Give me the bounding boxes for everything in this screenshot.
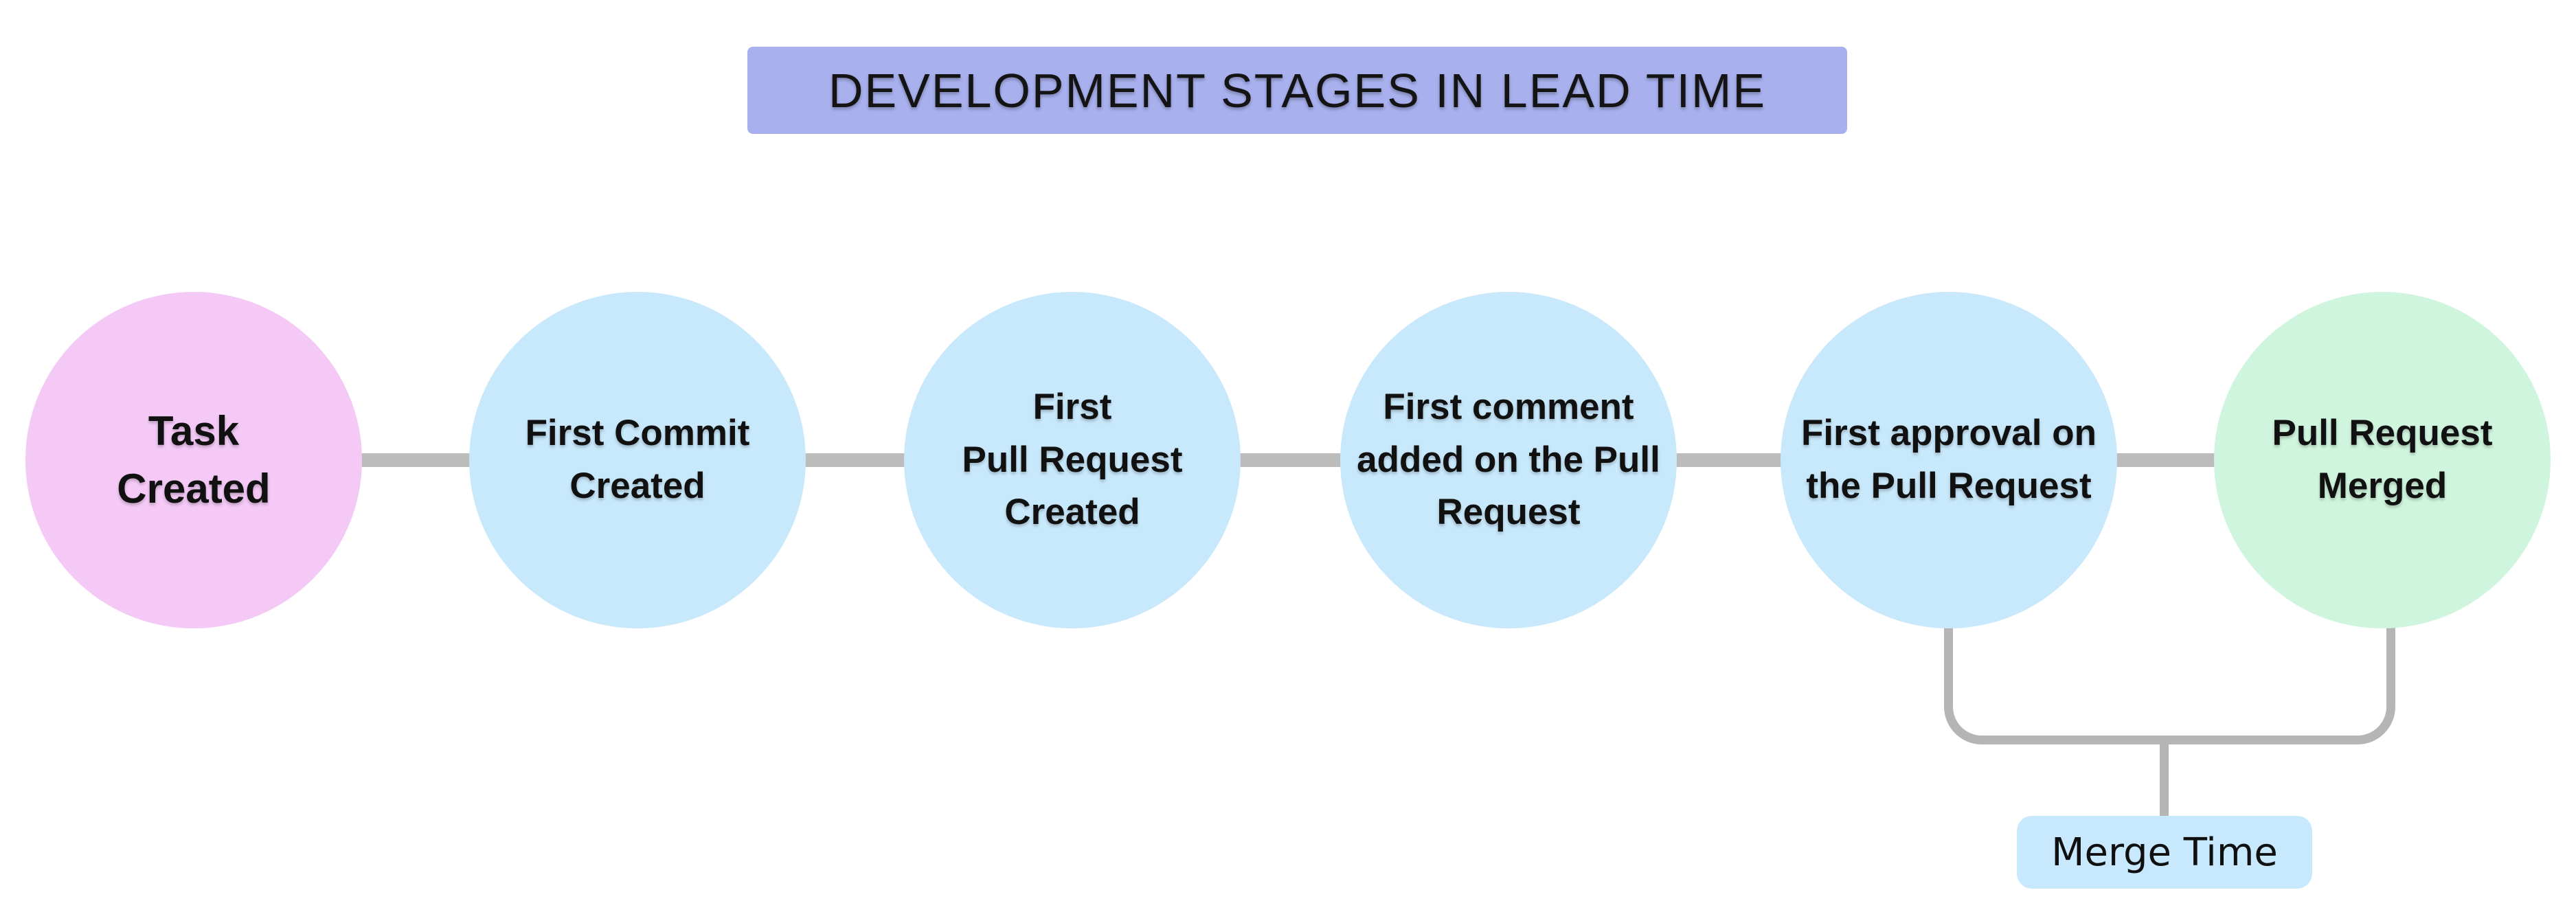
stage-pull-request-merged-label: Pull Request Merged	[2272, 413, 2493, 506]
stage-pull-request-merged: Pull Request Merged	[2214, 292, 2551, 628]
stage-first-pull-request-created-label: First Pull Request Created	[962, 386, 1183, 533]
stage-first-comment-added-label: First comment added on the Pull Request	[1357, 386, 1660, 533]
stage-task-created-label: Task Created	[117, 408, 271, 512]
stage-first-approval: First approval on the Pull Request	[1781, 292, 2117, 628]
stage-first-commit-created-label: First Commit Created	[525, 413, 750, 506]
stage-first-pull-request-created: First Pull Request Created	[904, 292, 1241, 628]
stage-first-comment-added: First comment added on the Pull Request	[1340, 292, 1677, 628]
stage-first-commit-created: First Commit Created	[469, 292, 806, 628]
merge-time-label: Merge Time	[2017, 816, 2312, 889]
stage-task-created: Task Created	[25, 292, 362, 628]
diagram-title: DEVELOPMENT STAGES IN LEAD TIME	[747, 47, 1847, 134]
merge-time-bracket	[1944, 626, 2395, 744]
stage-first-approval-label: First approval on the Pull Request	[1801, 413, 2097, 506]
merge-time-bracket-stem	[2160, 744, 2169, 817]
